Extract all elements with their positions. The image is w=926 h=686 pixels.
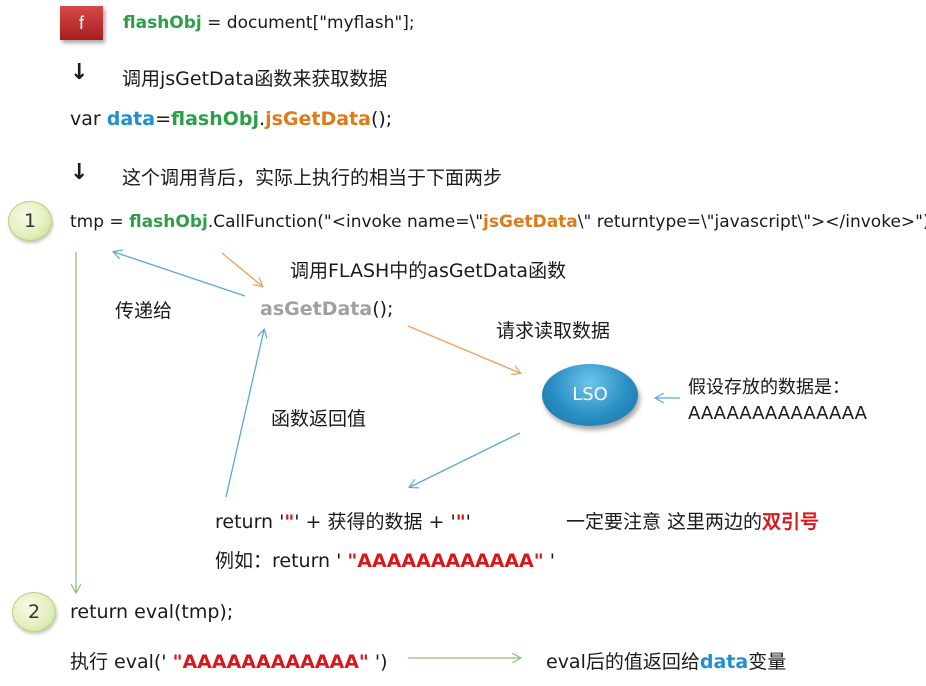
eval-suffix: ') [368, 651, 388, 673]
eval-result-prefix: eval后的值返回给 [546, 651, 700, 673]
callfunction-open: .CallFunction("<invoke name=\" [207, 212, 484, 232]
example-suffix: ' [543, 550, 555, 572]
jsgetdata-method: jsGetData [265, 108, 371, 130]
quote-right: " [455, 511, 466, 533]
example-value: "AAAAAAAAAAAA" [347, 550, 544, 572]
example-line: 例如：return ' "AAAAAAAAAAAA" ' [215, 546, 555, 573]
note-quotes: 一定要注意 这里两边的双引号 [566, 507, 819, 534]
data-var: data [699, 651, 749, 673]
equals-sign: = [155, 108, 171, 130]
lso-note-line2: AAAAAAAAAAAAAA [688, 403, 867, 424]
step-2-code: return eval(tmp); [70, 601, 234, 623]
eval-result-suffix: 变量 [748, 651, 787, 673]
eval-prefix: 执行 eval(' [70, 651, 173, 673]
var-data-line: var data=flashObj.jsGetData(); [70, 108, 392, 130]
return-line: return '"' + 获得的数据 + '"' [215, 507, 471, 534]
call-parens: (); [372, 298, 394, 320]
step-1-code: tmp = flashObj.CallFunction("<invoke nam… [70, 212, 926, 232]
eval-line: 执行 eval(' "AAAAAAAAAAAA" ') [70, 647, 388, 674]
lso-node: LSO [542, 364, 638, 426]
label-return-value: 函数返回值 [271, 408, 367, 430]
dot: . [259, 108, 266, 130]
note-prefix: 一定要注意 这里两边的 [566, 511, 763, 533]
asgetdata-call: asGetData(); [260, 298, 393, 320]
var-keyword: var [70, 108, 107, 130]
step-1-badge: 1 [8, 201, 52, 241]
jsgetdata-method: jsGetData [483, 212, 578, 232]
down-arrow-icon: ↓ [70, 160, 89, 185]
lso-note-line1: 假设存放的数据是： [688, 377, 850, 398]
caption-call: 调用jsGetData函数来获取数据 [122, 68, 388, 90]
step-2-badge: 2 [12, 592, 56, 632]
flashobj-ref: flashObj [171, 108, 260, 130]
flashobj-line: flashObj = document["myflash"]; [123, 13, 415, 33]
call-parens: (); [370, 108, 393, 130]
flashobj-assignment: = document["myflash"]; [201, 13, 415, 33]
eval-result: eval后的值返回给data变量 [546, 647, 786, 674]
callfunction-close: \" returntype=\"javascript\"></invoke>") [577, 212, 926, 232]
note-highlight: 双引号 [762, 511, 820, 533]
quote-left: " [284, 511, 295, 533]
arrow-lso-return [410, 432, 521, 487]
flash-icon: f [60, 6, 103, 40]
caption-behind: 这个调用背后，实际上执行的相当于下面两步 [122, 167, 503, 189]
arrow-call-flash [221, 252, 262, 286]
flashobj-var: flashObj [123, 13, 202, 33]
label-request: 请求读取数据 [496, 320, 611, 342]
tmp-assign: tmp = [70, 212, 130, 232]
arrow-pass-back [114, 252, 246, 297]
label-call-flash: 调用FLASH中的asGetData函数 [290, 260, 567, 282]
eval-value: "AAAAAAAAAAAA" [172, 651, 369, 673]
return-part-1: return ' [215, 511, 285, 533]
arrow-return-value [225, 330, 264, 498]
example-prefix: 例如：return ' [215, 550, 348, 572]
flashobj-ref: flashObj [129, 212, 208, 232]
asgetdata-method: asGetData [260, 298, 373, 320]
label-pass: 传递给 [115, 300, 173, 322]
return-part-3: ' [465, 511, 471, 533]
data-var: data [106, 108, 156, 130]
return-part-2: ' + 获得的数据 + ' [294, 511, 456, 533]
down-arrow-icon: ↓ [70, 60, 89, 85]
